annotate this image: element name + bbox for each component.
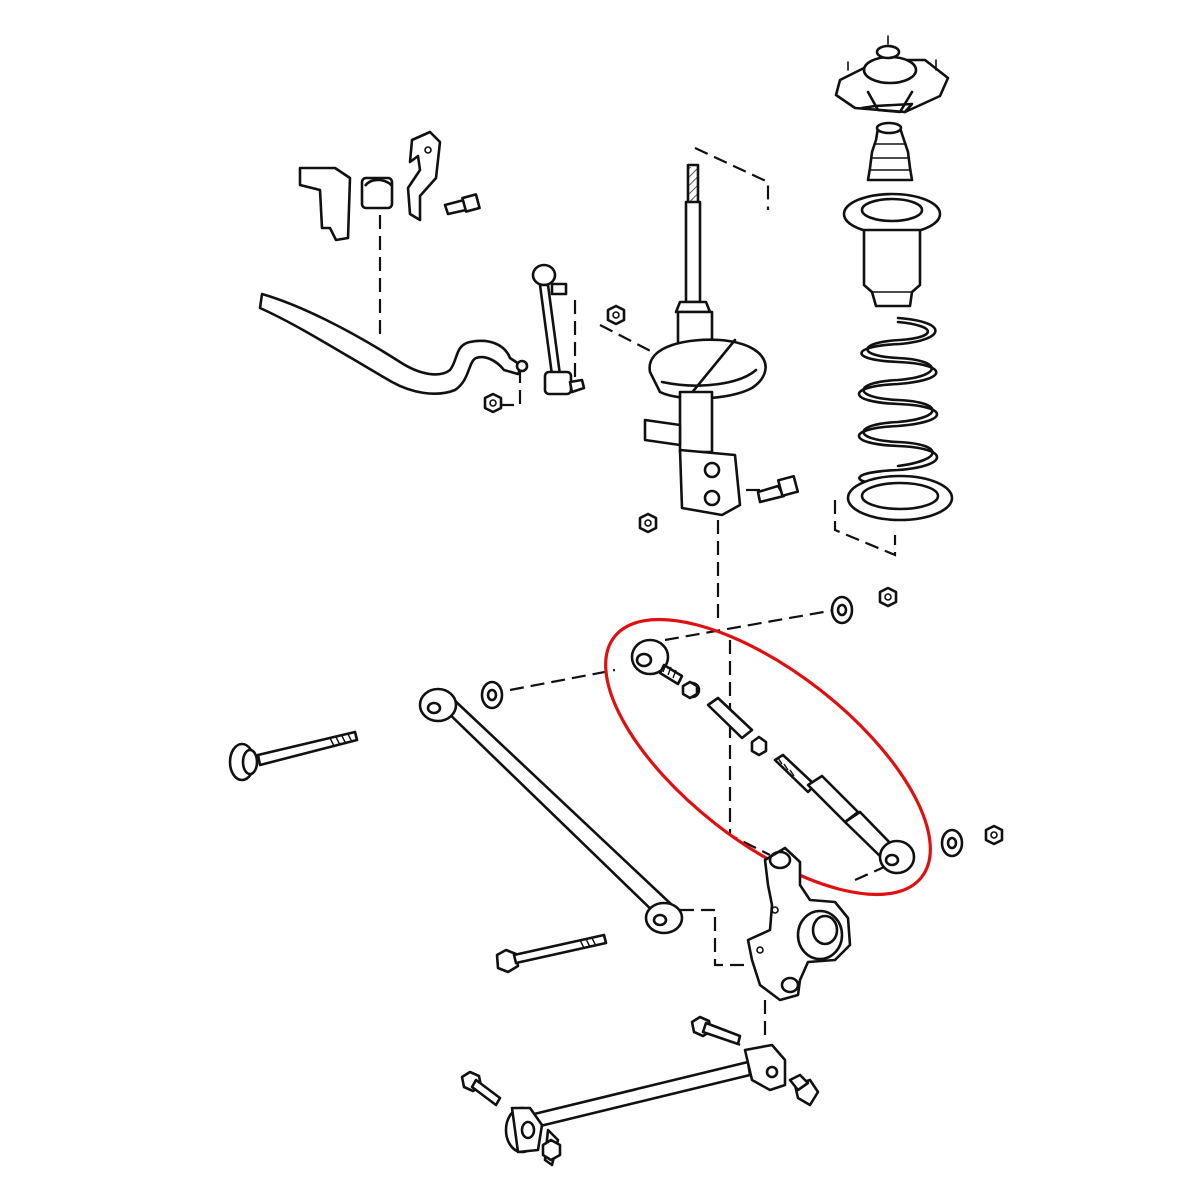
spring-seat-icon <box>842 192 942 308</box>
bolt-icon <box>495 933 608 974</box>
trailing-arm-icon <box>504 1043 787 1154</box>
nut-icon <box>878 586 898 608</box>
coil-spring-icon <box>858 316 939 486</box>
bolt-icon <box>756 474 800 504</box>
lateral-arm-icon <box>418 687 684 935</box>
stabilizer-bar-icon <box>258 292 529 396</box>
stabilizer-link-icon <box>531 263 586 396</box>
bolt-icon <box>690 1015 742 1046</box>
knuckle-icon <box>746 846 852 1002</box>
nut-icon <box>788 1073 820 1107</box>
nut-icon <box>984 824 1004 846</box>
strut-shock-icon <box>643 163 767 517</box>
nut-icon <box>541 1128 562 1167</box>
bolt-icon <box>460 1070 502 1107</box>
bolt-icon <box>443 193 481 216</box>
highlight-ellipse <box>604 617 932 897</box>
bolt-icon <box>228 730 359 782</box>
washer-icon <box>830 595 854 625</box>
nut-icon <box>638 512 658 534</box>
nut-icon <box>606 304 626 326</box>
lower-spring-insulator-icon <box>846 474 954 522</box>
stabilizer-bracket-icon <box>298 130 442 242</box>
washer-icon <box>940 828 964 858</box>
nut-icon <box>483 392 503 414</box>
bump-stop-icon <box>866 121 914 182</box>
adjustable-lateral-arm-icon <box>630 638 916 875</box>
washer-icon <box>480 680 504 710</box>
strut-mount-icon <box>834 35 950 114</box>
